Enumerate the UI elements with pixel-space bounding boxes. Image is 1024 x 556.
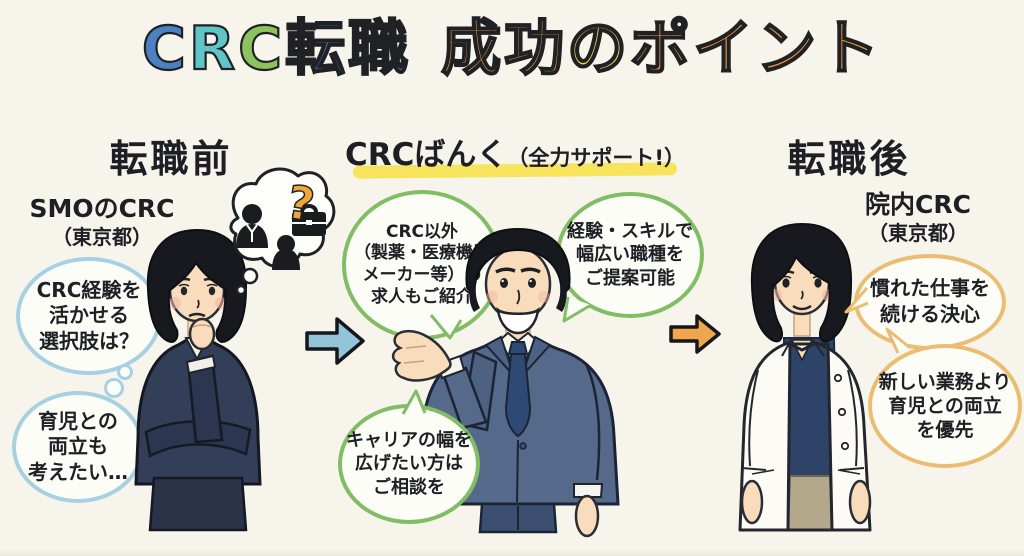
thought-trail-dot xyxy=(104,378,124,398)
speech-bubble-career: キャリアの幅を 広げたい方は ご相談を xyxy=(338,404,480,524)
thought-trail-dot xyxy=(117,364,133,380)
role-name: 院内CRC xyxy=(865,190,971,219)
thought-cloud: ? xyxy=(229,167,336,296)
title-segment: ポイント xyxy=(629,14,883,84)
speech-bubble-tail xyxy=(429,314,463,340)
businesswoman-silhouette-icon xyxy=(272,235,300,270)
section-header-after: 転職後 xyxy=(787,137,911,181)
title-segment: の xyxy=(566,14,631,84)
title-segment: 成功 xyxy=(440,14,568,84)
section-header-before: 転職前 xyxy=(109,137,233,181)
speech-bubble-continue: 慣れた仕事を 続ける決心 xyxy=(854,254,1006,350)
speech-bubble-skills: 経験・スキルで 幅広い職種を ご提案可能 xyxy=(556,192,704,318)
flow-arrow-blue-icon xyxy=(305,317,365,365)
figure-woman-before xyxy=(134,228,262,532)
title-segment: C xyxy=(141,14,189,84)
page-title: C R C 転職 成功 の ポイント xyxy=(0,14,1024,84)
thought-trail-dot xyxy=(241,267,259,285)
speech-bubble-tail xyxy=(401,389,427,415)
thought-trail-dot xyxy=(235,284,247,296)
figure-woman-after xyxy=(738,222,872,532)
role-location: （東京都） xyxy=(868,220,968,245)
agency-header-note: （全力サポート!） xyxy=(507,146,685,170)
thought-bubble-experience: CRC経験を 活かせる 選択肢は？ xyxy=(16,257,162,375)
businessman-silhouette-icon xyxy=(236,204,268,248)
speech-bubble-priority: 新しい業務より 育児との両立 を優先 xyxy=(868,344,1022,468)
role-label-before: SMOのCRC （東京都） xyxy=(28,194,176,249)
role-label-after: 院内CRC （東京都） xyxy=(853,190,983,245)
flow-arrow-orange-icon xyxy=(669,314,721,354)
paper-shade xyxy=(0,548,1024,556)
agency-header-name: CRCばんく xyxy=(345,137,508,173)
briefcase-icon xyxy=(292,204,326,236)
title-segment: C xyxy=(237,14,286,84)
role-name: SMOのCRC xyxy=(29,194,175,223)
speech-bubble-tail xyxy=(562,296,592,323)
title-segment: R xyxy=(188,14,239,84)
speech-bubble-tail xyxy=(885,327,910,354)
role-location: （東京都） xyxy=(52,224,152,249)
title-segment: 転職 xyxy=(284,14,412,84)
agency-header: CRCばんく（全力サポート!） xyxy=(345,129,685,179)
thought-bubble-childcare: 育児との 両立も 考えたい… xyxy=(12,391,144,503)
speech-bubble-tail xyxy=(844,287,869,314)
